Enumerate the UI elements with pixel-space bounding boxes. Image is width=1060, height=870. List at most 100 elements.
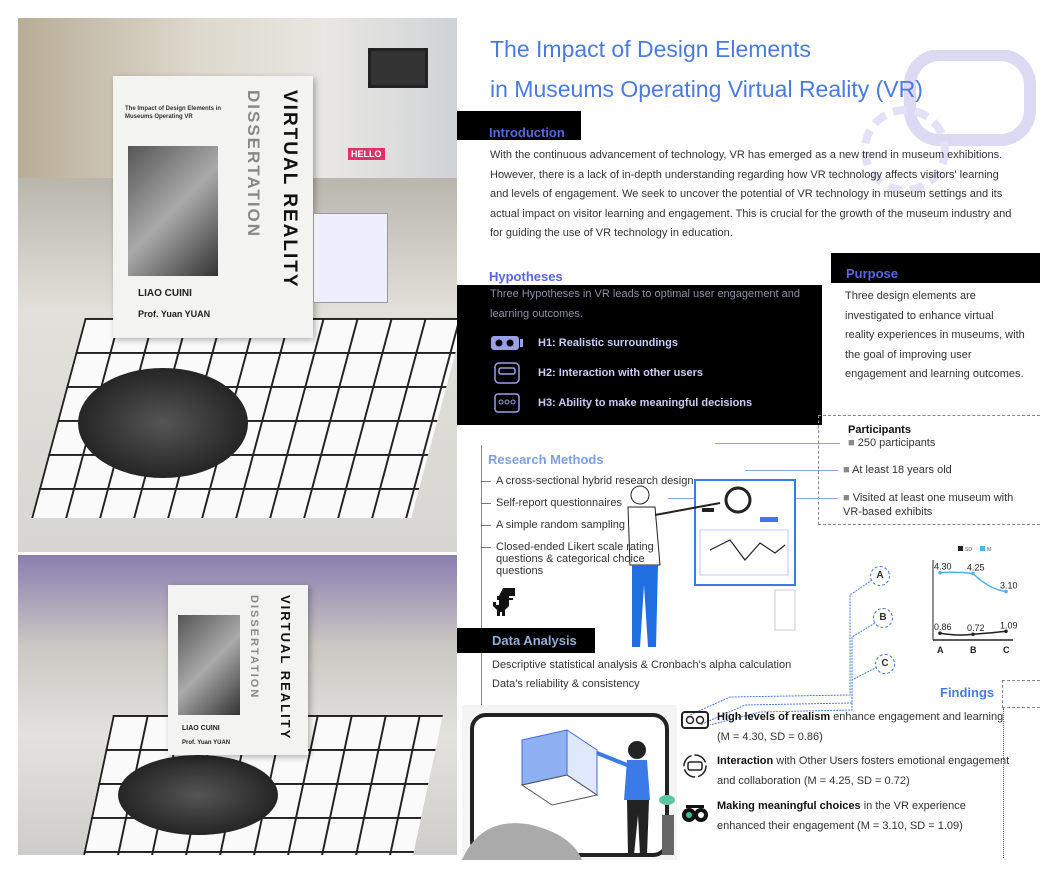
introduction-heading-box (457, 111, 581, 140)
introduction-heading: Introduction (489, 125, 565, 140)
data-analysis-heading: Data Analysis (492, 633, 577, 648)
data-label: 0.86 (934, 622, 952, 632)
data-analysis-item: Data's reliability & consistency (492, 678, 640, 690)
marker-a: A (870, 566, 890, 586)
book-supervisor: Prof. Yuan YUAN (138, 309, 211, 319)
vr-user-icon (494, 362, 520, 384)
info-card (313, 213, 388, 303)
book-cover-image (128, 146, 218, 276)
hello-sign: HELLO (348, 148, 385, 160)
purpose-heading: Purpose (846, 266, 899, 281)
point-SD-B (971, 632, 975, 637)
finding-3-text: in the VR experience enhanced their enga… (717, 800, 966, 832)
connector-line (745, 470, 838, 471)
data-label: 3.10 (1000, 580, 1018, 590)
tick (481, 525, 491, 526)
x-tick-label: B (970, 645, 977, 655)
data-label: 4.25 (967, 562, 985, 572)
leaflet-stack (78, 368, 248, 478)
methods-line (481, 445, 482, 705)
hypothesis-3-label: H3: Ability to make meaningful decisions (538, 397, 753, 409)
vr-goggles-icon (494, 393, 520, 413)
book-supervisor: Prof. Yuan YUAN (182, 740, 231, 746)
hypothesis-2-label: H2: Interaction with other users (538, 367, 704, 379)
hypotheses-heading: Hypotheses (489, 269, 563, 284)
method-item: A cross-sectional hybrid research design (496, 475, 694, 487)
participant-item-text: 250 participants (857, 437, 936, 449)
book-spine-vr: VIRTUAL REALITY (278, 595, 293, 741)
findings-heading: Findings (940, 685, 995, 700)
dissertation-book-2: DISSERTATION VIRTUAL REALITY LIAO CUINI … (168, 585, 308, 755)
hypothesis-2: H2: Interaction with other users (490, 361, 703, 385)
data-label: 4.30 (934, 562, 952, 572)
findings-line (1003, 708, 1004, 858)
finding-1: High levels of realism enhance engagemen… (717, 708, 1017, 747)
marker-c: C (875, 654, 895, 674)
x-tick-label: C (1003, 645, 1010, 655)
participant-item-text: Visited at least one museum with VR-base… (843, 492, 1014, 518)
vr-goggles-icon (682, 805, 708, 822)
exhibit-photo-top: The Impact of Design Elements in Museums… (18, 18, 457, 552)
finding-2-text: with Other Users fosters emotional engag… (717, 755, 1010, 787)
data-label: 0.72 (967, 623, 985, 633)
finding-1-text: enhance engagement and learning (M = 4.3… (717, 711, 1004, 743)
exhibit-photo-bottom: DISSERTATION VIRTUAL REALITY LIAO CUINI … (18, 555, 457, 855)
marker-connectors (689, 579, 878, 725)
purpose-text: Three design elements are investigated t… (845, 290, 1025, 381)
presenter-illustration (627, 479, 796, 647)
introduction-text: With the continuous advancement of techn… (490, 149, 1012, 240)
finding-1-bold: High levels of realism (717, 711, 831, 723)
method-item: Closed-ended Likert scale rating questio… (496, 541, 654, 577)
point-SD-C (1004, 629, 1008, 634)
poster-title-line1: The Impact of Design Elements (490, 36, 811, 62)
connector-line (715, 443, 840, 444)
dissertation-book: The Impact of Design Elements in Museums… (113, 76, 313, 338)
participant-item-text: At least 18 years old (852, 464, 952, 476)
vr-rotate-icon (683, 754, 707, 778)
dinosaur-icon (493, 588, 515, 616)
hypothesis-3: H3: Ability to make meaningful decisions (490, 391, 752, 415)
hypothesis-1: H1: Realistic surroundings (490, 331, 678, 355)
poster-title-line2: in Museums Operating Virtual Reality (VR… (490, 76, 923, 102)
participant-item: ■ Visited at least one museum with VR-ba… (843, 492, 1014, 518)
tablet-vr-illustration (462, 705, 677, 860)
book-spine-dissertation: DISSERTATION (248, 595, 260, 700)
finding-2: Interaction with Other Users fosters emo… (717, 752, 1017, 791)
x-tick-label: A (937, 645, 944, 655)
hypotheses-intro: Three Hypotheses in VR leads to optimal … (490, 288, 801, 320)
participant-item: ■ At least 18 years old (843, 464, 952, 476)
tick (481, 481, 491, 482)
method-item: A simple random sampling (496, 519, 626, 531)
book-author: LIAO CUINI (138, 288, 192, 299)
book-author: LIAO CUINI (182, 725, 220, 732)
tick (481, 503, 491, 504)
legend-label-SD: SD (965, 547, 972, 553)
hypothesis-1-label: H1: Realistic surroundings (538, 337, 678, 349)
participant-item: ■ 250 participants (848, 437, 936, 449)
point-M-C (1004, 589, 1008, 594)
data-analysis-heading-box (457, 628, 595, 653)
purpose-heading-box (831, 253, 1040, 283)
point-SD-A (938, 631, 942, 635)
finding-3: Making meaningful choices in the VR expe… (717, 797, 987, 836)
legend-swatch-M (980, 546, 985, 551)
vr-headset-icon (491, 336, 523, 350)
marker-b: B (873, 608, 893, 628)
leaflet-stack (118, 755, 278, 835)
point-M-B (971, 571, 975, 576)
point-M-A (938, 570, 942, 575)
book-spine-dissertation: DISSERTATION (244, 90, 263, 239)
book-cover-image (178, 615, 240, 715)
vr-watermark-icon (861, 50, 1036, 194)
findings-frame (1002, 680, 1040, 708)
data-label: 1.09 (1000, 620, 1018, 630)
monitor (368, 48, 428, 88)
vr-headset-icon (681, 711, 709, 729)
book-cover-title: The Impact of Design Elements in Museums… (125, 106, 222, 120)
book-spine-vr: VIRTUAL REALITY (279, 90, 300, 289)
finding-3-bold: Making meaningful choices (717, 800, 861, 812)
data-analysis-item: Descriptive statistical analysis & Cronb… (492, 659, 792, 671)
hypotheses-box (457, 285, 822, 425)
